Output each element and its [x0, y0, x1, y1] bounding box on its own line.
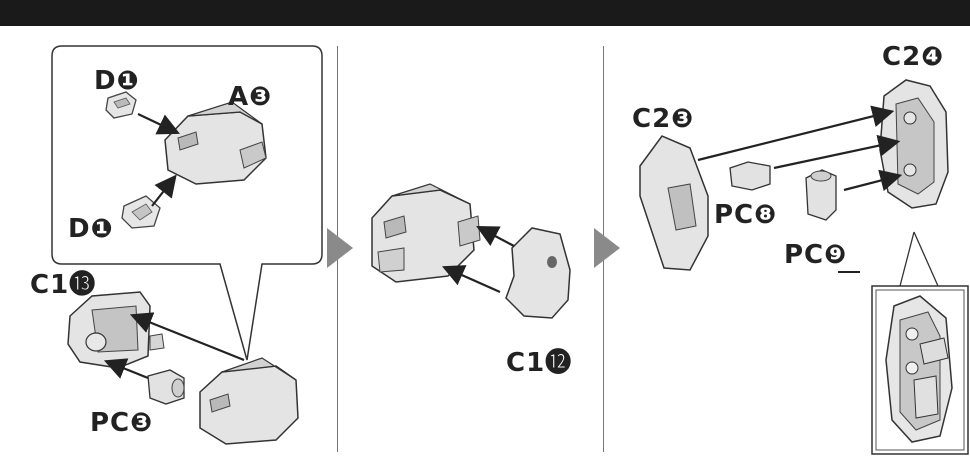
- part-d1-bottom: [121, 195, 161, 229]
- label-c2-4: C2❹: [882, 42, 945, 72]
- label-d1-top: D❶: [94, 66, 140, 96]
- label-c1-13: C1⓭: [30, 270, 97, 300]
- part-c1-13: [67, 291, 165, 369]
- part-d1-top: [105, 91, 137, 119]
- part-c2-3: [639, 135, 709, 271]
- label-pc9: PC❾: [784, 240, 848, 270]
- label-pc8: PC❽: [714, 200, 778, 230]
- part-pc3: [147, 369, 185, 405]
- step-arrow-1-icon: [327, 228, 353, 268]
- header-bar: [0, 0, 970, 26]
- part-a3: [164, 101, 267, 185]
- label-a3: A❸: [228, 82, 273, 112]
- label-d1-bottom: D❶: [68, 214, 114, 244]
- part-assembled-head: [371, 183, 481, 283]
- part-pc8: [729, 161, 771, 191]
- label-c1-12: C1⓬: [506, 348, 573, 378]
- part-a3-assembled: [199, 357, 299, 445]
- part-pc9: [805, 169, 837, 221]
- step-arrow-2-icon: [594, 228, 620, 268]
- label-pc3: PC❸: [90, 408, 154, 438]
- part-c2-4-detail: [885, 295, 953, 443]
- part-c1-12: [505, 227, 571, 319]
- label-c2-3: C2❸: [632, 104, 695, 134]
